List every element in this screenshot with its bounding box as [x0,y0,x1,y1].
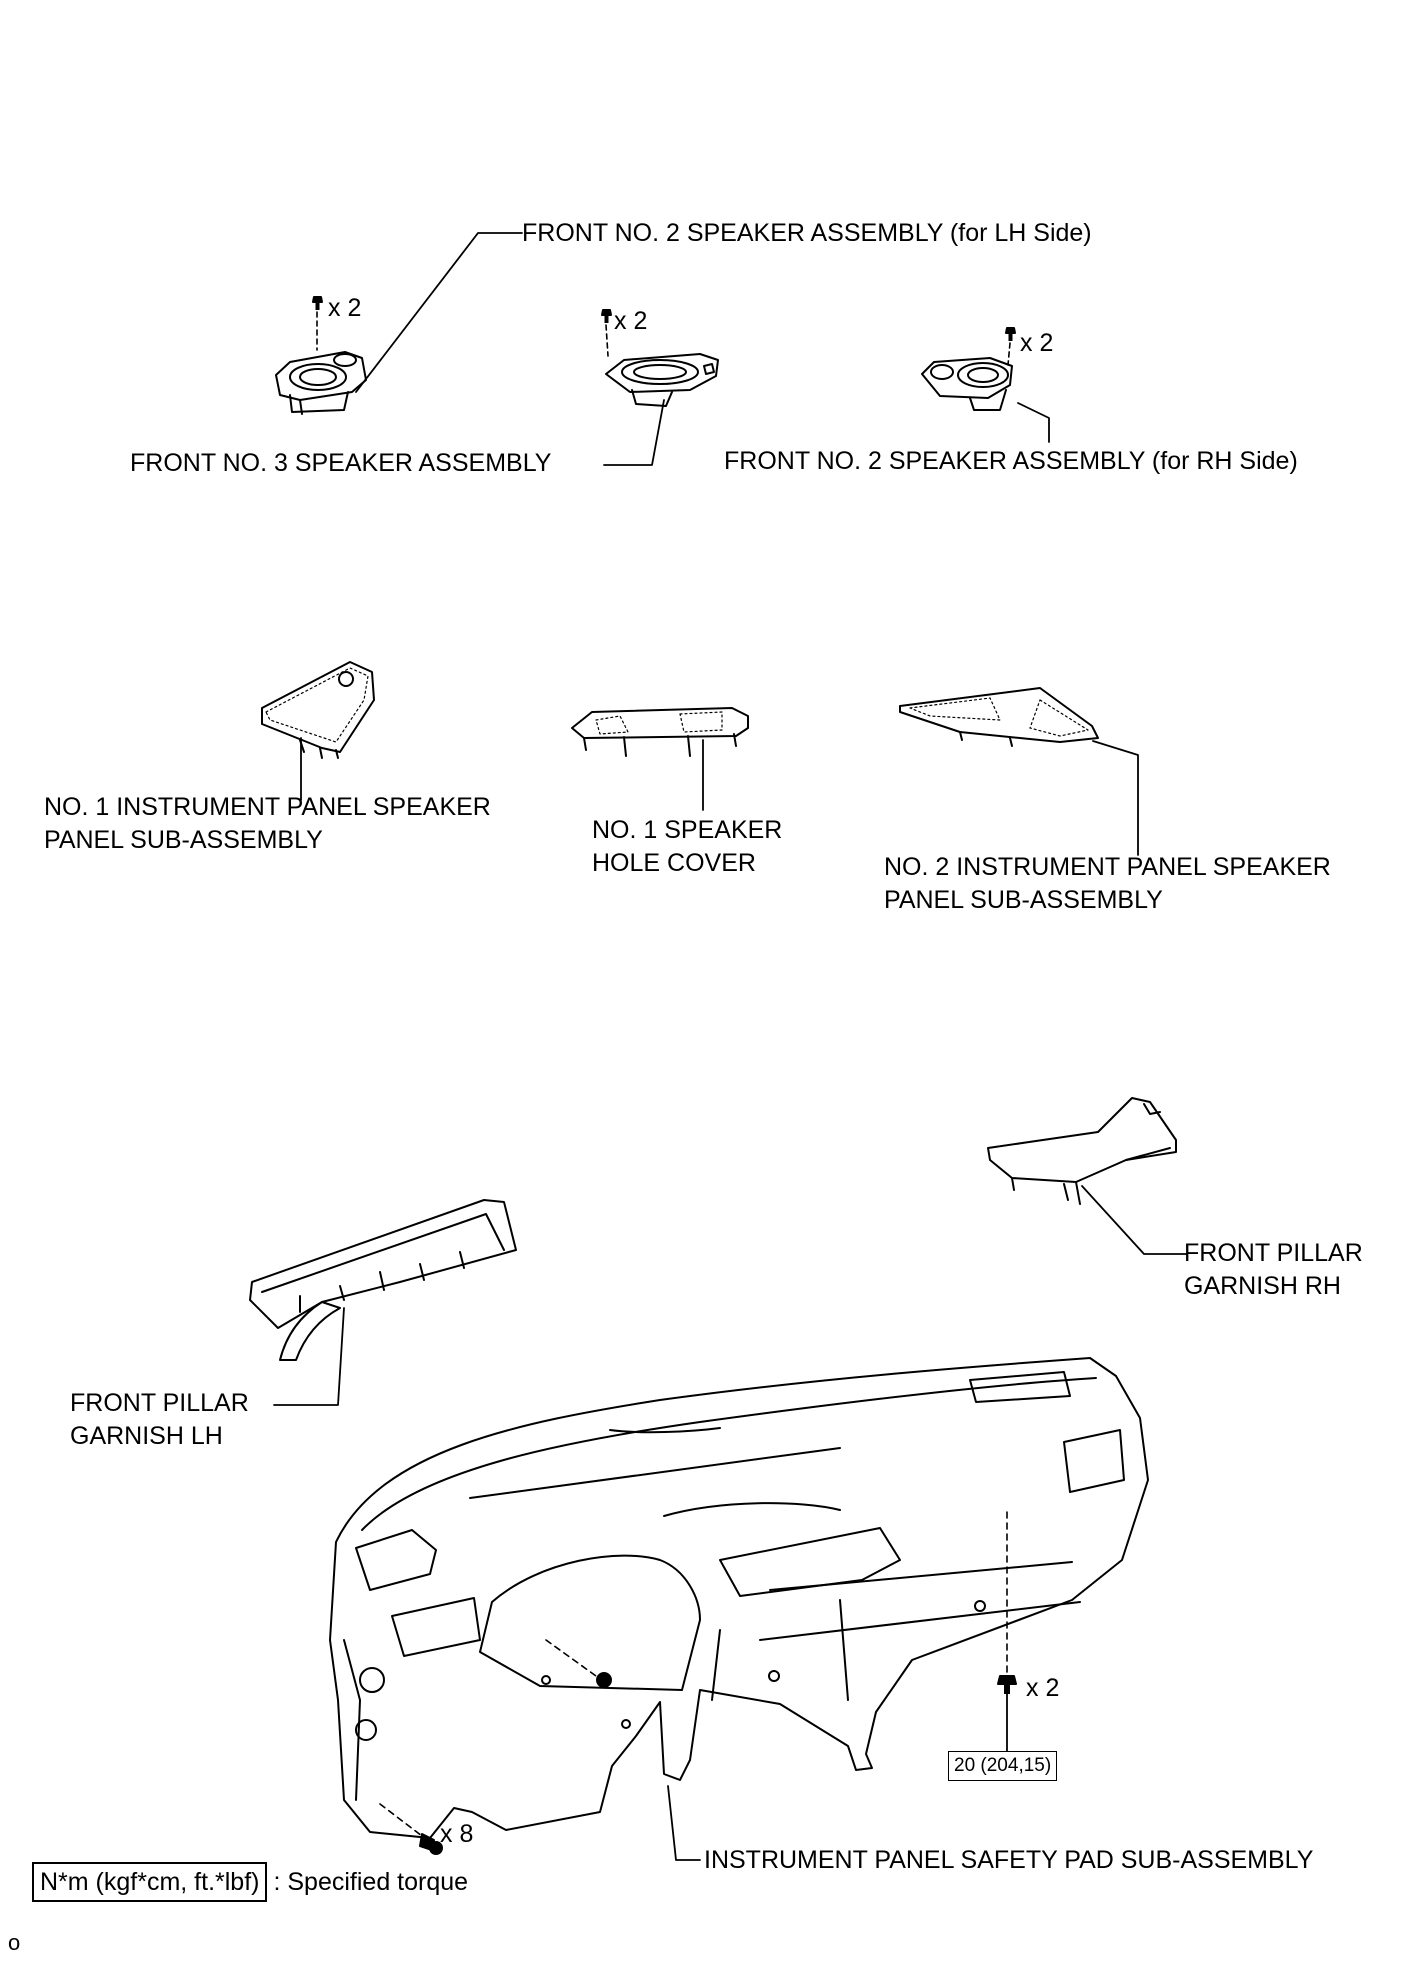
front-no2-speaker-rh-illustration [921,357,1013,411]
label-pillar-rh-line1: FRONT PILLAR [1184,1239,1363,1267]
qty-panel-bolts: x 2 [1026,1674,1060,1702]
screw-icon-lh-speaker [312,296,323,351]
qty-rh-speaker-screws: x 2 [1020,329,1054,357]
label-pillar-lh-line2: GARNISH LH [70,1422,223,1450]
leader-line-safety-pad [667,1785,701,1861]
nut-icon-panel [545,1639,612,1688]
label-pillar-lh-line1: FRONT PILLAR [70,1389,249,1417]
front-pillar-garnish-lh-illustration [249,1199,517,1406]
screw-icon-rh-speaker [1005,327,1016,366]
front-no3-speaker-illustration [605,353,719,407]
legend-torque-units-box: N*m (kgf*cm, ft.*lbf) [32,1862,268,1902]
torque-spec-panel-bolts: 20 (204,15) [948,1751,1058,1781]
qty-panel-lower-bolts: x 8 [440,1820,474,1848]
bolt-icon-panel-center [997,1511,1017,1753]
label-safety-pad: INSTRUMENT PANEL SAFETY PAD SUB-ASSEMBLY [704,1846,1314,1874]
label-front-no2-speaker-lh: FRONT NO. 2 SPEAKER ASSEMBLY (for LH Sid… [522,219,1092,247]
qty-lh-speaker-screws: x 2 [328,294,362,322]
label-no2-panel-line1: NO. 2 INSTRUMENT PANEL SPEAKER [884,853,1331,881]
legend-description: : Specified torque [273,1867,469,1896]
bolt-icon-panel-lower [379,1803,443,1855]
front-pillar-garnish-rh-illustration [987,1097,1188,1255]
page-mark: o [8,1930,21,1955]
front-no2-speaker-lh-illustration [275,351,367,415]
label-no1-panel-line1: NO. 1 INSTRUMENT PANEL SPEAKER [44,793,491,821]
torque-legend: N*m (kgf*cm, ft.*lbf) : Specified torque [32,1862,468,1902]
label-no2-panel-line2: PANEL SUB-ASSEMBLY [884,886,1163,914]
label-front-no3-speaker: FRONT NO. 3 SPEAKER ASSEMBLY [130,449,552,477]
leader-lines-speakers [355,232,1050,466]
screw-icon-no3-speaker [601,309,612,357]
no1-instrument-panel-speaker-panel-illustration [261,661,375,801]
label-front-no2-speaker-rh: FRONT NO. 2 SPEAKER ASSEMBLY (for RH Sid… [724,447,1298,475]
qty-no3-speaker-screws: x 2 [614,307,648,335]
label-hole-cover-line1: NO. 1 SPEAKER [592,816,783,844]
no1-speaker-hole-cover-illustration [571,707,749,811]
label-no1-panel-line2: PANEL SUB-ASSEMBLY [44,826,323,854]
no2-instrument-panel-speaker-panel-illustration [899,687,1139,856]
label-hole-cover-line2: HOLE COVER [592,849,756,877]
instrument-panel-safety-pad-illustration [329,1357,1149,1839]
label-pillar-rh-line2: GARNISH RH [1184,1272,1341,1300]
